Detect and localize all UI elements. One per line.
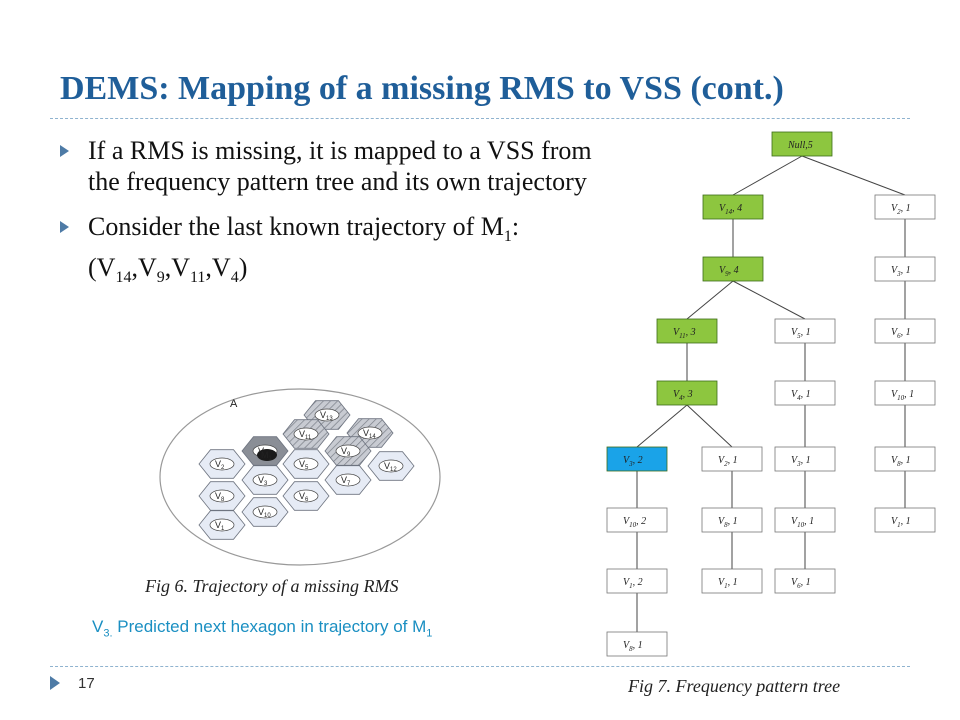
footer-divider (50, 666, 910, 667)
bullet-text-2: Consider the last known trajectory of M1… (88, 212, 520, 287)
title-divider (50, 118, 910, 119)
tree-node-d7: V1, 1 (701, 568, 763, 594)
bullet-list: If a RMS is missing, it is mapped to a V… (60, 135, 620, 307)
hexagon-label: V6 (299, 491, 309, 503)
tree-edge (801, 155, 906, 196)
tree-node-label: V10, 1 (791, 516, 814, 529)
tree-node-label: V2, 1 (718, 455, 738, 468)
hexagon-label: V13 (320, 410, 333, 422)
tree-node-a2: V9, 4 (702, 256, 764, 282)
tree-node-label: V4, 3 (673, 389, 693, 402)
tree-node-label: V6, 1 (891, 327, 911, 340)
hexagon-v3: V3 (241, 465, 289, 495)
trajectory-hex-map: A V13V11V14V4V9V2V5V12V3V7V8V6V10V1M1 (159, 388, 441, 566)
hexagon-label: V3 (258, 475, 268, 487)
tree-node-c5: V3, 1 (774, 446, 836, 472)
hexagon-label: V12 (384, 461, 397, 473)
fig7-caption: Fig 7. Frequency pattern tree (628, 676, 841, 696)
tree-node-label: V1, 1 (718, 577, 738, 590)
tree-node-a4: V4, 3 (656, 380, 718, 406)
hexagon-v10: V10 (241, 497, 289, 527)
hexagon-v6: V6 (282, 481, 330, 511)
rms-marker: M1 (257, 449, 277, 462)
bullet-item-1: If a RMS is missing, it is mapped to a V… (60, 135, 618, 197)
tree-node-c3: V5, 1 (774, 318, 836, 344)
tree-node-label: V11, 3 (673, 327, 696, 340)
hexagon-label: V5 (299, 459, 309, 471)
tree-node-label: V4, 1 (791, 389, 811, 402)
tree-node-label: V3, 2 (623, 455, 643, 468)
tree-node-d5: V2, 1 (701, 446, 763, 472)
slide-number: 17 (78, 675, 95, 692)
tree-node-label: V14, 4 (719, 203, 742, 216)
tree-node-a7: V1, 2 (606, 568, 668, 594)
hexagon-label: V1 (215, 520, 225, 532)
rms-label: M1 (261, 450, 273, 462)
tree-node-b6: V1, 1 (874, 507, 936, 533)
tree-node-b4: V10, 1 (874, 380, 936, 406)
tree-node-label: V10, 1 (891, 389, 914, 402)
tree-node-root: Null,5 (771, 131, 833, 157)
tree-node-label: Null,5 (787, 140, 813, 151)
hexagon-v8: V8 (198, 481, 246, 511)
hexagon-v2: V2 (198, 449, 246, 479)
tree-node-label: V3, 1 (891, 265, 911, 278)
slide-title: DEMS: Mapping of a missing RMS to VSS (c… (60, 70, 784, 107)
bullet-item-2: Consider the last known trajectory of M1… (60, 211, 598, 293)
tree-node-label: V3, 1 (791, 455, 811, 468)
hexagon-v11: V11 (282, 419, 330, 449)
hexagon-v7: V7 (324, 465, 372, 495)
tree-edge (686, 280, 734, 320)
tree-node-label: V1, 1 (891, 516, 911, 529)
tree-node-a1: V14, 4 (702, 194, 764, 220)
tree-node-label: V9, 4 (719, 265, 739, 278)
hexagon-label: V11 (299, 429, 312, 441)
tree-node-c4: V4, 1 (774, 380, 836, 406)
fig6-caption: Fig 6. Trajectory of a missing RMS (145, 576, 399, 596)
tree-node-label: V10, 2 (623, 516, 646, 529)
footer-arrow-icon (50, 676, 60, 690)
region-label: A (230, 398, 238, 410)
bullet-arrow-icon (60, 221, 69, 233)
tree-edge (636, 404, 688, 448)
tree-node-c7: V6, 1 (774, 568, 836, 594)
tree-node-a5: V3, 2 (606, 446, 668, 472)
tree-node-label: V8, 1 (718, 516, 738, 529)
tree-node-label: V1, 2 (623, 577, 643, 590)
tree-edge (732, 280, 806, 320)
tree-edge (732, 155, 803, 196)
tree-edge (686, 404, 733, 448)
tree-node-label: V8, 1 (623, 640, 643, 653)
tree-node-a3: V11, 3 (656, 318, 718, 344)
hexagon-label: V9 (341, 446, 351, 458)
tree-node-c6: V10, 1 (774, 507, 836, 533)
tree-node-label: V5, 1 (791, 327, 811, 340)
bullet-text-1: If a RMS is missing, it is mapped to a V… (88, 136, 592, 196)
bullet-arrow-icon (60, 145, 69, 157)
tree-node-label: V8, 1 (891, 455, 911, 468)
tree-node-b2: V3, 1 (874, 256, 936, 282)
hexagon-v12: V12 (367, 451, 415, 481)
tree-node-label: V2, 1 (891, 203, 911, 216)
hexagon-v5: V5 (282, 449, 330, 479)
hexagon-v9: V9 (324, 436, 372, 466)
hexagon-label: V8 (215, 491, 225, 503)
hexagon-v1: V1 (198, 510, 246, 540)
tree-node-b3: V6, 1 (874, 318, 936, 344)
hexagon-label: V14 (363, 428, 376, 440)
tree-node-b1: V2, 1 (874, 194, 936, 220)
hexagon-label: V10 (258, 507, 271, 519)
tree-node-b5: V8, 1 (874, 446, 936, 472)
tree-node-d6: V8, 1 (701, 507, 763, 533)
prediction-note: V3. Predicted next hexagon in trajectory… (92, 617, 433, 640)
hexagon-label: V2 (215, 459, 225, 471)
tree-node-label: V6, 1 (791, 577, 811, 590)
hexagon-label: V7 (341, 475, 351, 487)
tree-node-a8: V8, 1 (606, 631, 668, 657)
tree-node-a6: V10, 2 (606, 507, 668, 533)
